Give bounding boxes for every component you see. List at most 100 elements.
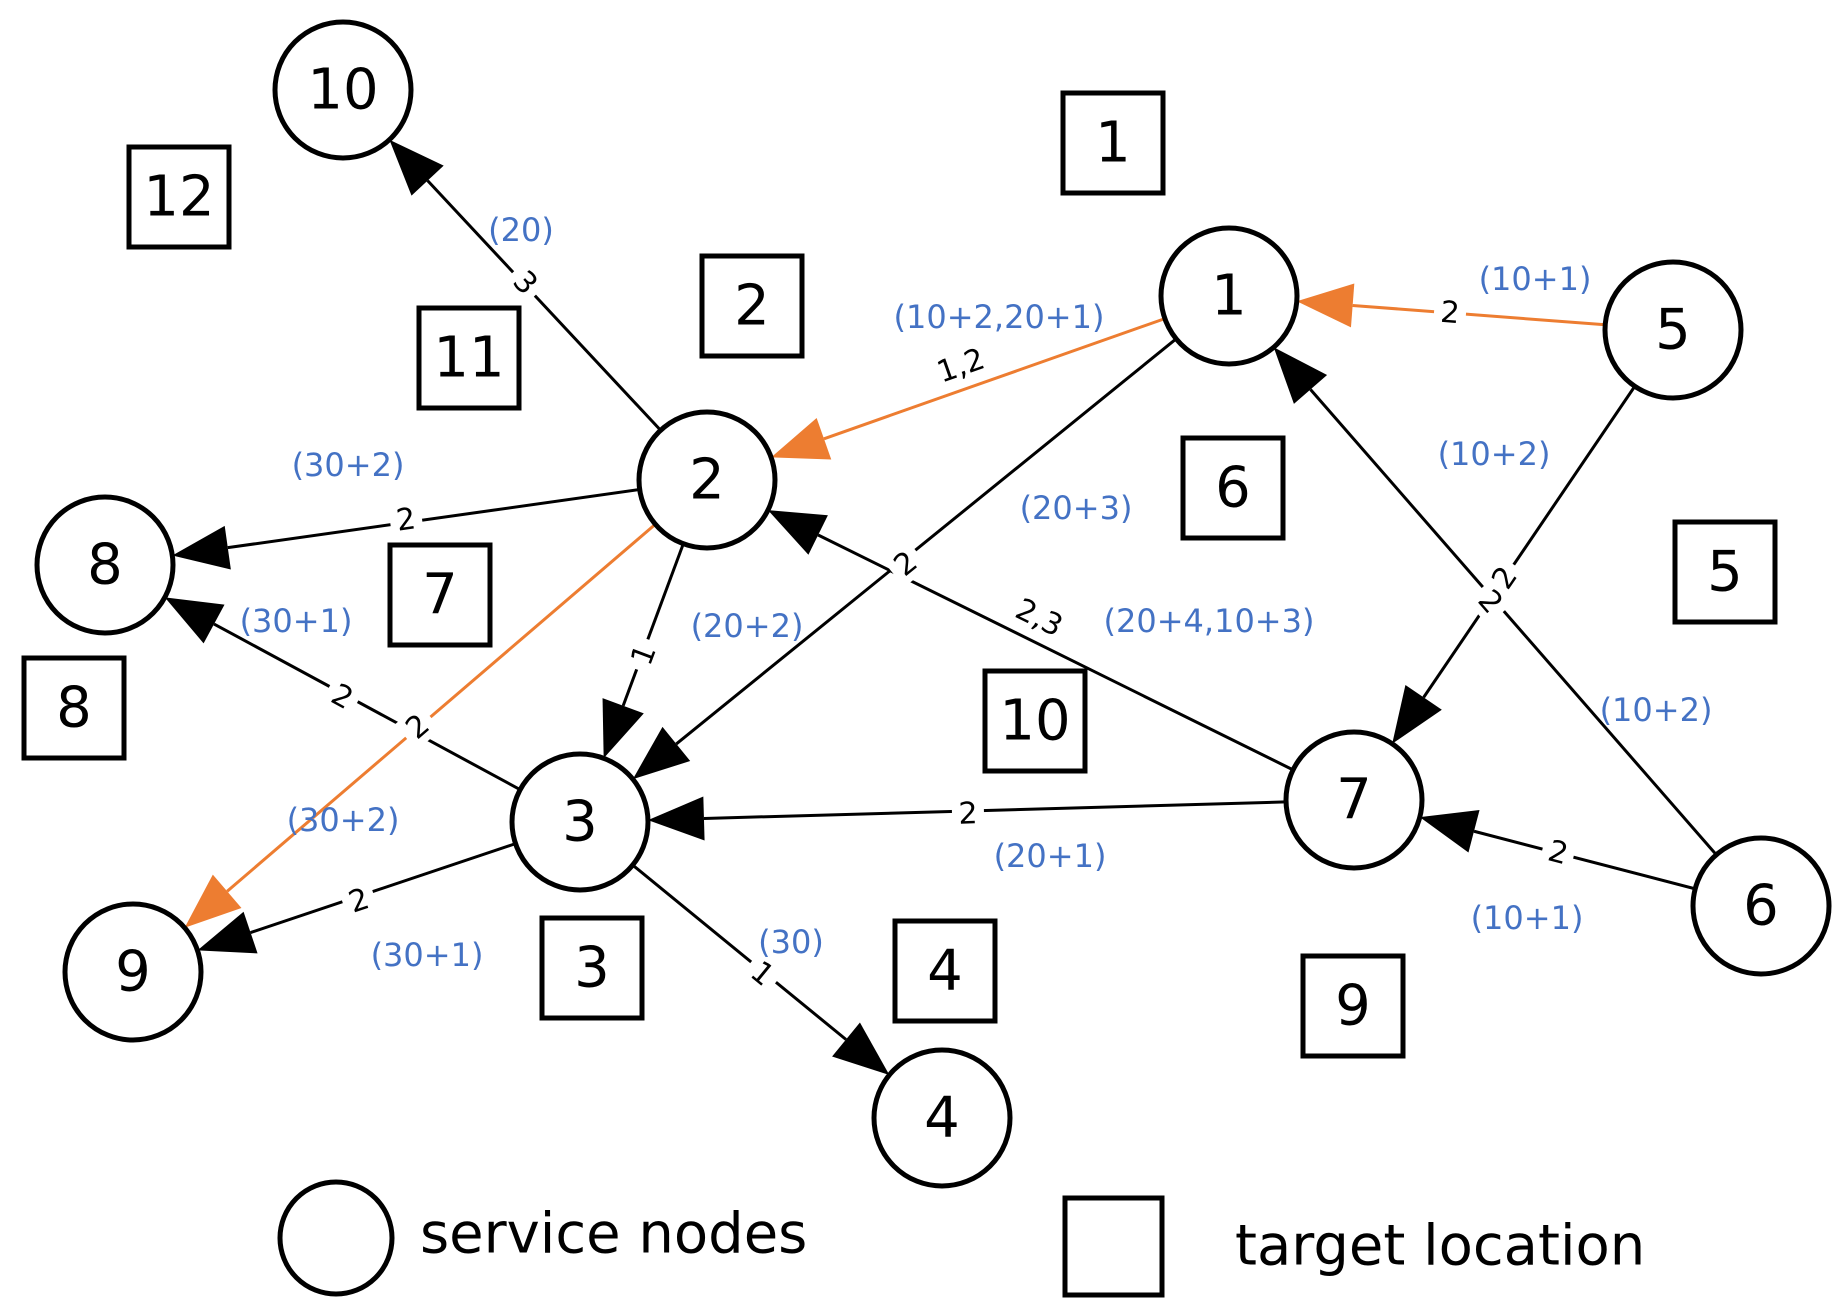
service-node-5 [1602,259,1744,401]
cost-label-n1-n2: (10+2,20+1) [894,298,1105,336]
edge-label-bg [338,879,380,923]
cost-label-n3-n4: (30) [758,923,824,961]
edge-label-group-n6-n7: 2 [1538,832,1578,874]
target-location-3 [539,915,645,1021]
target-location-7 [387,542,493,648]
legend-service-nodes-label: service nodes [420,1202,807,1267]
arrowhead-n6-n7 [1419,809,1480,853]
arrowhead-n2-n8 [172,525,231,570]
service-node-label-5: 5 [1655,298,1691,363]
edges-layer [164,139,1718,1075]
cost-label-n2-n3: (20+2) [691,607,804,645]
edge-label-bg [738,950,786,998]
edge-label-n2-n8: 2 [394,501,418,538]
edge-label-group-n1-n3: 2 [882,540,930,588]
arrowhead-n5-n7 [1392,685,1442,744]
target-location-8 [21,655,127,761]
arrowhead-n2-n3 [602,698,644,759]
edge-label-group-n3-n9: 2 [338,879,380,923]
cost-label-n7-n2: (20+4,10+3) [1104,602,1315,640]
edge-label-bg [882,540,930,588]
edge-label-group-n7-n3: 2 [951,796,985,832]
target-location-label-7: 7 [422,563,458,628]
cost-label-n6-n1: (10+2) [1600,691,1713,729]
target-location-11 [416,305,522,411]
edge-n3-n9 [250,842,517,934]
edge-n5-n1 [1352,303,1606,327]
target-location-1 [1060,90,1166,196]
service-node-label-3: 3 [562,790,598,855]
arrowhead-n1-n2 [771,418,832,460]
edge-label-bg [923,338,999,394]
target-location-9 [1300,953,1406,1059]
edge-label-bg [1538,832,1578,874]
legend: service nodes target location [277,1179,1645,1298]
target-location-12 [126,144,232,250]
target-location-label-3: 3 [574,936,610,1001]
cost-label-n3-n9: (30+1) [371,936,484,974]
edge-n1-n2 [823,317,1166,441]
service-node-label-2: 2 [689,448,725,513]
edge-label-bg [387,500,425,540]
edge-label-n7-n3: 2 [958,796,978,832]
edge-label-group-n2-n8: 2 [387,500,425,540]
edge-label-group-n1-n2: 1,2 [923,338,999,394]
edge-n3-n4 [631,863,847,1041]
service-node-label-1: 1 [1211,264,1247,329]
arrowhead-n3-n8 [164,597,225,644]
arrowhead-n7-n3 [647,796,705,841]
arrowhead-n6-n1 [1273,347,1328,404]
service-node-7 [1283,729,1425,871]
service-node-4 [871,1047,1013,1189]
target-location-label-10: 10 [999,689,1070,754]
target-location-label-9: 9 [1335,974,1371,1039]
service-node-9 [62,901,204,1043]
service-node-label-9: 9 [115,940,151,1005]
edge-label-n5-n1: 2 [1439,295,1461,331]
edge-n6-n1 [1309,388,1718,856]
target-location-label-12: 12 [143,165,214,230]
cost-label-n5-n7: (10+2) [1438,435,1551,473]
service-node-label-8: 8 [87,533,123,598]
cost-label-n6-n7: (10+1) [1471,899,1584,937]
arrowhead-n1-n3 [632,726,691,780]
edge-n7-n3 [703,800,1287,820]
arrowhead-n2-n9 [184,874,242,928]
target-location-2 [699,253,805,359]
arrowhead-n3-n9 [197,911,258,954]
target-location-5 [1672,519,1778,625]
arrowhead-n2-n10 [389,139,444,196]
target-location-label-6: 6 [1215,456,1251,521]
cost-label-n1-n3: (20+3) [1020,489,1133,527]
legend-target-location-symbol [1062,1195,1165,1298]
service-node-label-7: 7 [1336,768,1372,833]
service-node-2 [636,409,778,551]
cost-label-n2-n9: (30+2) [287,801,400,839]
legend-service-node-symbol [277,1179,395,1297]
cost-label-n2-n10: (20) [488,211,554,249]
edge-n5-n7 [1422,385,1637,699]
cost-label-n3-n8: (30+1) [240,602,353,640]
arrowhead-n3-n4 [832,1022,890,1075]
arrowhead-n5-n1 [1296,283,1355,328]
service-node-3 [509,751,651,893]
edge-label-group-n3-n8: 2 [319,674,365,720]
edge-label-bg [622,634,666,676]
edge-label-bg [951,796,985,832]
edge-n6-n7 [1473,829,1696,891]
target-location-label-5: 5 [1707,540,1743,605]
edge-label-bg [319,674,365,720]
edge-n1-n3 [675,337,1178,746]
edge-label-bg [1000,587,1078,649]
target-location-label-11: 11 [433,326,504,391]
target-location-label-8: 8 [56,676,92,741]
edge-n2-n3 [621,543,685,707]
service-node-label-10: 10 [307,58,378,123]
cost-label-n5-n1: (10+1) [1479,260,1592,298]
edge-n3-n8 [213,622,521,791]
edge-label-bg [1432,294,1468,332]
service-node-10 [272,19,414,161]
